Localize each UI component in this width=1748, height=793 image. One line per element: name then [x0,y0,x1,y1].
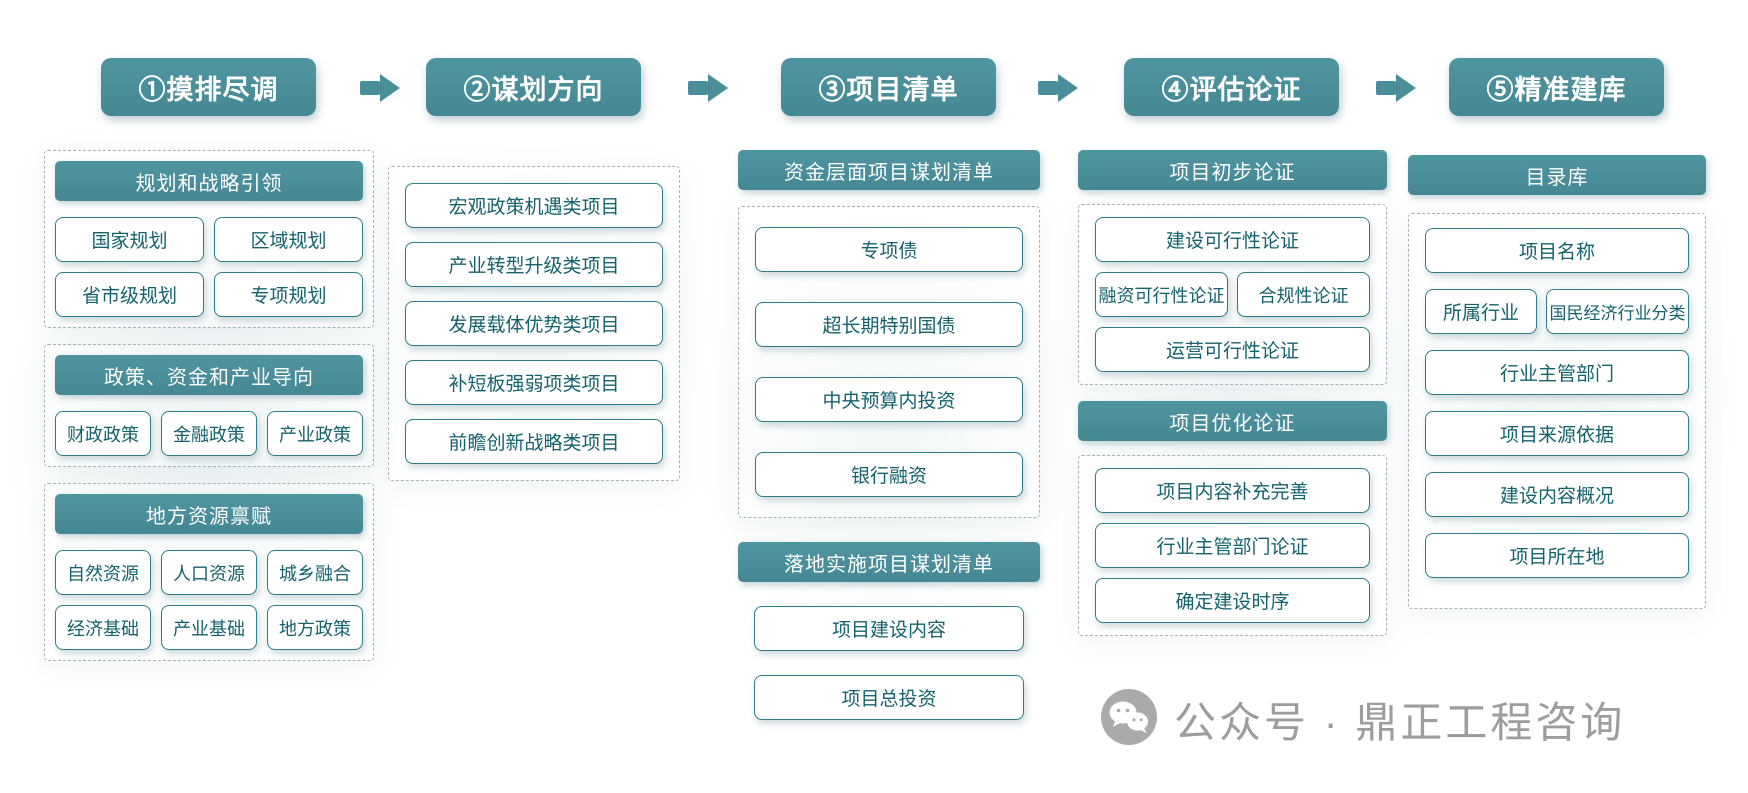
group-title-band: 项目优化论证 [1078,401,1387,441]
item-box: 区域规划 [214,217,363,262]
watermark: 公众号 · 鼎正工程咨询 [1100,688,1625,751]
item-box: 产业基础 [161,605,257,650]
item-box: 专项债 [755,227,1023,272]
item-box: 专项规划 [214,272,363,317]
column-survey: 规划和战略引领 国家规划 区域规划 省市级规划 专项规划 政策、资金和产业导向 … [44,150,374,677]
item-box: 融资可行性论证 [1095,272,1228,317]
column-evaluation: 项目初步论证 建设可行性论证 融资可行性论证 合规性论证 运营可行性论证 项目优… [1078,150,1387,636]
flow-arrow-icon [360,74,402,102]
item-box: 宏观政策机遇类项目 [405,183,663,228]
item-box: 经济基础 [55,605,151,650]
step-header-3: ③项目清单 [781,58,996,116]
item-box: 项目所在地 [1425,533,1689,578]
group-policy-funding: 政策、资金和产业导向 财政政策 金融政策 产业政策 [44,344,374,467]
group-initial-review: 建设可行性论证 融资可行性论证 合规性论证 运营可行性论证 [1078,204,1387,385]
column-direction: 宏观政策机遇类项目 产业转型升级类项目 发展载体优势类项目 补短板强弱项类项目 … [388,166,680,481]
group-title-band: 地方资源禀赋 [55,494,363,534]
group-title-band: 资金层面项目谋划清单 [738,150,1040,190]
item-box: 项目内容补充完善 [1095,468,1370,513]
item-box: 所属行业 [1425,289,1537,334]
item-box: 运营可行性论证 [1095,327,1370,372]
item-box: 建设内容概况 [1425,472,1689,517]
wechat-icon [1100,688,1158,751]
item-box: 超长期特别国债 [755,302,1023,347]
group-title-band: 目录库 [1408,155,1706,195]
step-header-4: ④评估论证 [1124,58,1339,116]
item-box: 建设可行性论证 [1095,217,1370,262]
group-title-band: 项目初步论证 [1078,150,1387,190]
column-project-list: 资金层面项目谋划清单 专项债 超长期特别国债 中央预算内投资 银行融资 落地实施… [738,150,1040,720]
item-box: 银行融资 [755,452,1023,497]
item-box: 发展载体优势类项目 [405,301,663,346]
group-optimization-review: 项目内容补充完善 行业主管部门论证 确定建设时序 [1078,455,1387,636]
item-box: 国民经济行业分类 [1546,289,1689,334]
group-planning-strategy: 规划和战略引领 国家规划 区域规划 省市级规划 专项规划 [44,150,374,328]
watermark-text: 公众号 · 鼎正工程咨询 [1174,699,1626,746]
item-box: 财政政策 [55,411,151,456]
flow-arrow-icon [1038,74,1080,102]
item-box: 合规性论证 [1237,272,1370,317]
step-header-2: ②谋划方向 [426,58,641,116]
step-header-1: ①摸排尽调 [101,58,316,116]
item-box: 行业主管部门论证 [1095,523,1370,568]
item-box: 确定建设时序 [1095,578,1370,623]
item-box: 金融政策 [161,411,257,456]
group-title-band: 落地实施项目谋划清单 [738,542,1040,582]
flow-arrow-icon [1376,74,1418,102]
item-box: 省市级规划 [55,272,204,317]
item-box: 项目总投资 [754,675,1024,720]
item-box: 地方政策 [267,605,363,650]
item-box: 城乡融合 [267,550,363,595]
item-box: 自然资源 [55,550,151,595]
item-box: 补短板强弱项类项目 [405,360,663,405]
item-box: 人口资源 [161,550,257,595]
item-box: 项目建设内容 [754,606,1024,651]
item-box: 产业政策 [267,411,363,456]
item-box: 国家规划 [55,217,204,262]
group-title-band: 规划和战略引领 [55,161,363,201]
column-database: 目录库 项目名称 所属行业 国民经济行业分类 行业主管部门 项目来源依据 建设内… [1408,155,1706,609]
group-local-resources: 地方资源禀赋 自然资源 人口资源 城乡融合 经济基础 产业基础 地方政策 [44,483,374,661]
item-box: 项目来源依据 [1425,411,1689,456]
group-funding-list: 专项债 超长期特别国债 中央预算内投资 银行融资 [738,206,1040,518]
item-box: 产业转型升级类项目 [405,242,663,287]
item-box: 项目名称 [1425,228,1689,273]
flow-arrow-icon [688,74,730,102]
item-box: 前瞻创新战略类项目 [405,419,663,464]
group-project-directions: 宏观政策机遇类项目 产业转型升级类项目 发展载体优势类项目 补短板强弱项类项目 … [388,166,680,481]
group-title-band: 政策、资金和产业导向 [55,355,363,395]
group-catalog: 项目名称 所属行业 国民经济行业分类 行业主管部门 项目来源依据 建设内容概况 … [1408,213,1706,609]
item-box: 中央预算内投资 [755,377,1023,422]
item-box: 行业主管部门 [1425,350,1689,395]
step-header-5: ⑤精准建库 [1449,58,1664,116]
